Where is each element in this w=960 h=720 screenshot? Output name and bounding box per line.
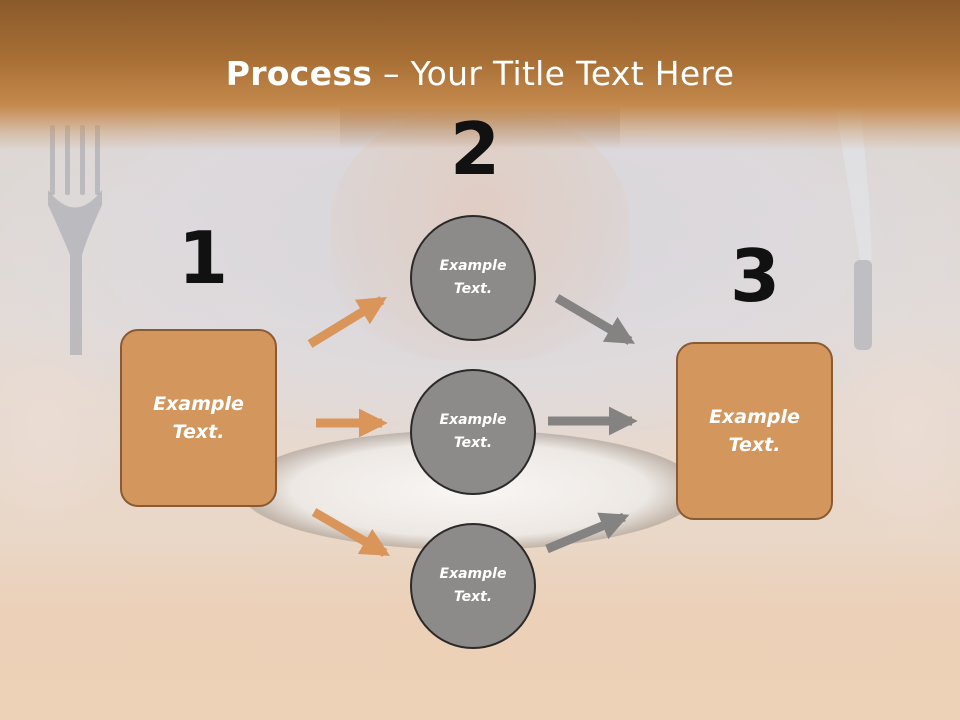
- background-right-hand: [830, 320, 960, 540]
- middle-step-circle: Example Text.: [410, 369, 536, 495]
- right-process-box: Example Text.: [676, 342, 833, 520]
- step-number-2: 2: [450, 107, 501, 191]
- title-bar: [0, 0, 960, 150]
- top-step-circle: Example Text.: [410, 215, 536, 341]
- arrow-left-to-bottom: [311, 508, 390, 557]
- arrow-left-to-top: [307, 296, 387, 348]
- slide-title: Process – Your Title Text Here: [0, 54, 960, 93]
- arrow-bottom-to-right: [545, 512, 630, 554]
- title-strong: Process: [225, 54, 373, 93]
- bottom-step-circle: Example Text.: [410, 523, 536, 649]
- left-process-box: Example Text.: [120, 329, 277, 507]
- title-rest: – Your Title Text Here: [372, 54, 735, 93]
- step-number-1: 1: [178, 216, 229, 300]
- step-number-3: 3: [730, 234, 781, 318]
- arrow-top-to-right: [554, 294, 635, 345]
- background-left-hand: [0, 330, 120, 530]
